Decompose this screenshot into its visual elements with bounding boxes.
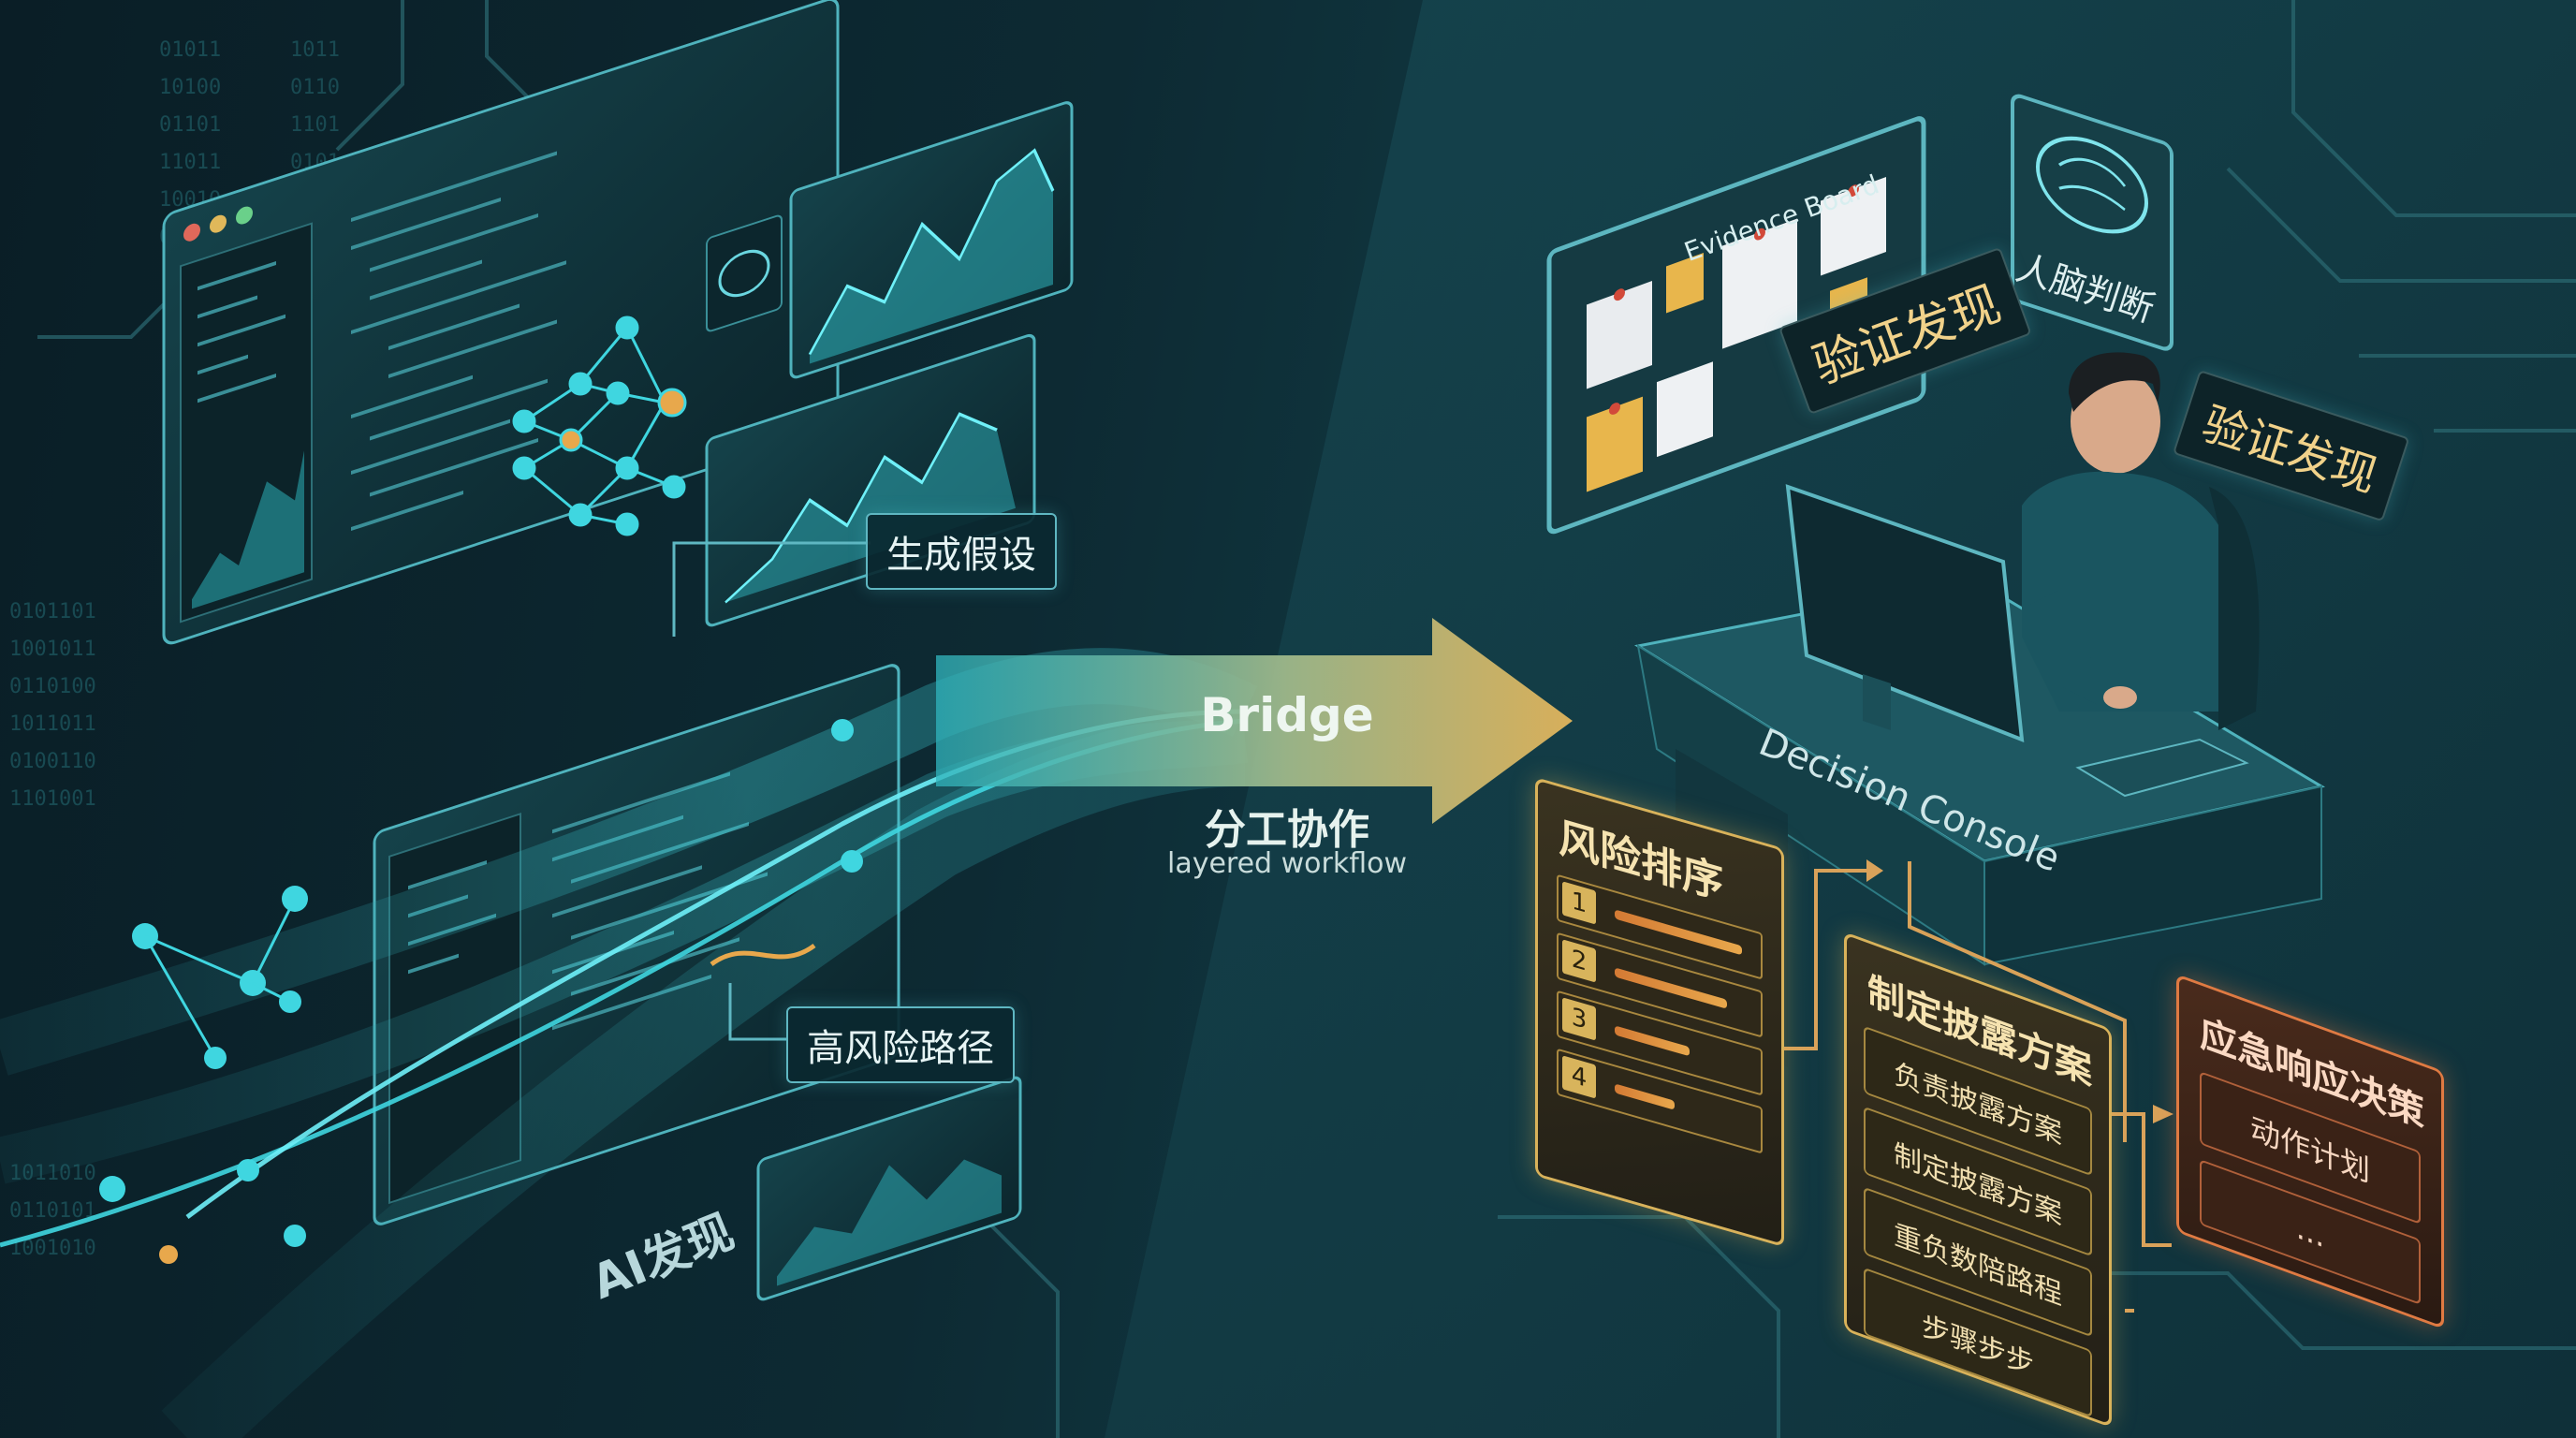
risk-level-bar xyxy=(1615,967,1727,1009)
svg-text:10100: 10100 xyxy=(159,76,221,99)
connector-arrowhead xyxy=(1866,859,1883,882)
human-judgment-panel xyxy=(2011,94,2174,351)
flow-node-links xyxy=(143,898,297,1059)
svg-text:0110: 0110 xyxy=(290,76,340,99)
svg-text:11011: 11011 xyxy=(159,151,221,174)
risk-rank-number: 4 xyxy=(1562,1055,1596,1099)
keyboard xyxy=(2075,738,2249,798)
flow-nodes xyxy=(99,719,863,1264)
tag-connectors xyxy=(672,541,871,1041)
svg-text:0100110: 0100110 xyxy=(9,750,96,773)
hypothesis-tag: 生成假设 xyxy=(866,513,1057,590)
svg-text:0110101: 0110101 xyxy=(9,1199,96,1223)
svg-text:01101: 01101 xyxy=(159,113,221,137)
svg-text:1101001: 1101001 xyxy=(9,787,96,811)
svg-text:1011011: 1011011 xyxy=(9,712,96,736)
connector-arrowhead-2 xyxy=(2153,1105,2174,1123)
bridge-label: Bridge xyxy=(1200,688,1374,742)
risk-level-bar xyxy=(1615,1025,1690,1057)
chart-panel-top xyxy=(789,101,1074,379)
svg-text:1011: 1011 xyxy=(290,38,340,62)
neural-network-graph xyxy=(512,315,687,536)
svg-text:0101101: 0101101 xyxy=(9,600,96,624)
division-label: 分工协作 xyxy=(1205,806,1369,854)
chart-panel-mid xyxy=(705,333,1036,627)
svg-text:1001011: 1001011 xyxy=(9,638,96,661)
risk-rank-number: 1 xyxy=(1562,881,1596,925)
brain-thumbnail xyxy=(706,214,783,332)
high-risk-path-tag: 高风险路径 xyxy=(786,1006,1015,1083)
chart-panel-bottom xyxy=(756,1076,1022,1301)
monitor xyxy=(1785,484,2025,743)
evidence-board xyxy=(1546,116,1926,535)
risk-rank-number: 2 xyxy=(1562,939,1596,983)
svg-text:01011: 01011 xyxy=(159,38,221,62)
risk-level-bar xyxy=(1615,1083,1675,1110)
risk-rank-number: 3 xyxy=(1562,997,1596,1041)
bridge-arrow xyxy=(936,618,1573,824)
person-figure xyxy=(2022,352,2260,730)
svg-text:0110100: 0110100 xyxy=(9,675,96,698)
svg-text:1101: 1101 xyxy=(290,113,340,137)
risk-level-bar xyxy=(1615,909,1742,956)
layered-workflow-label: layered workflow xyxy=(1166,847,1408,880)
